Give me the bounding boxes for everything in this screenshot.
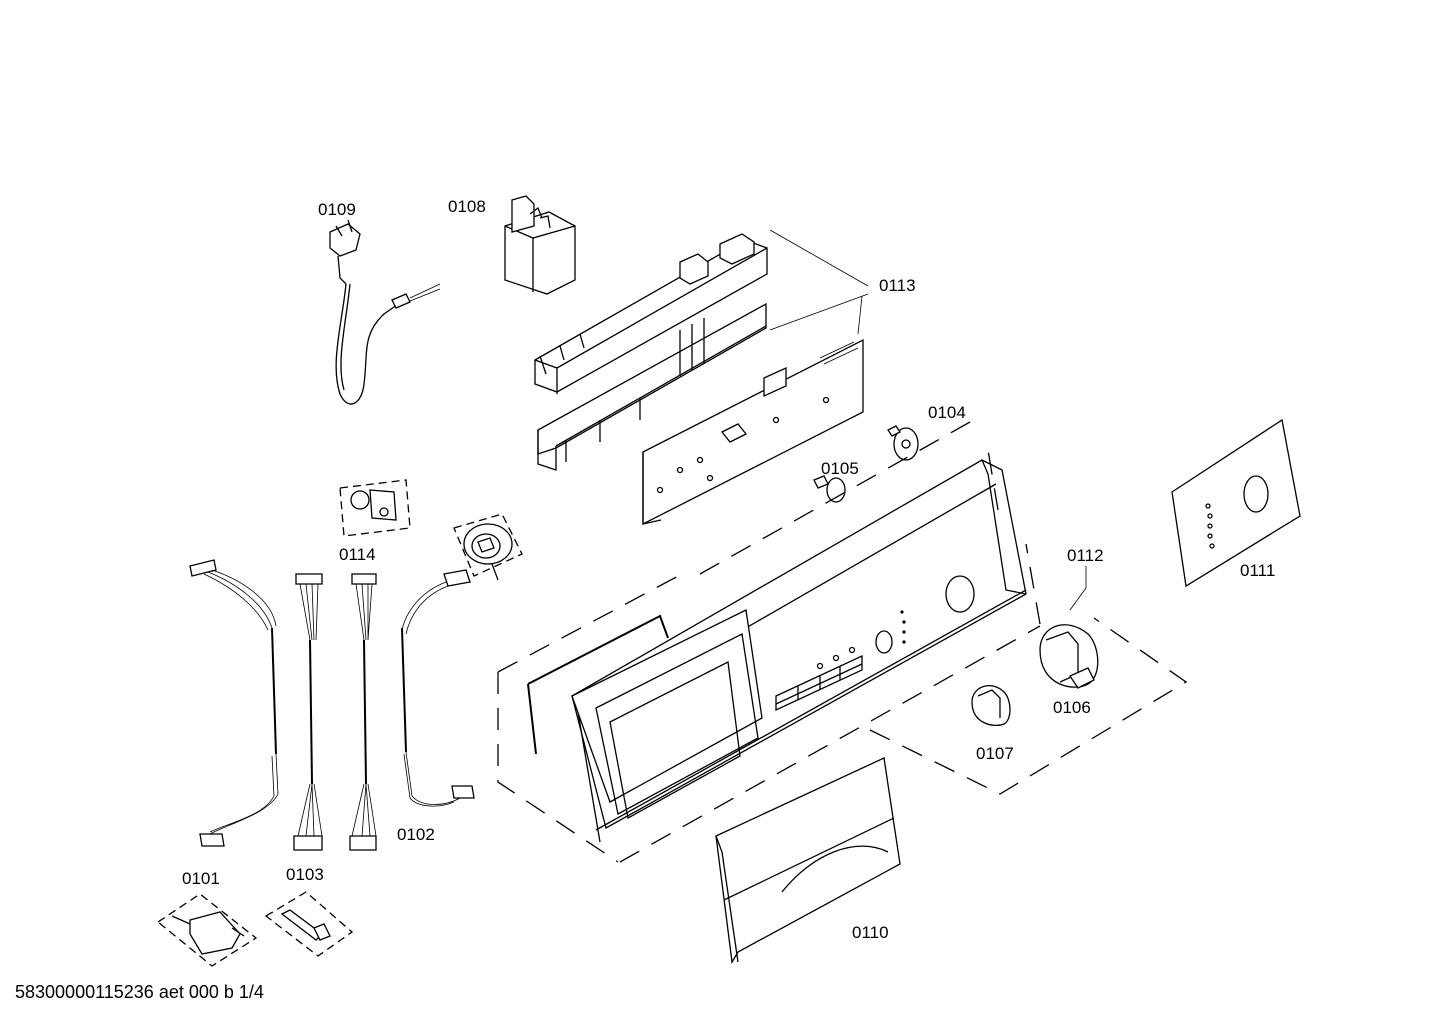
- label-0106: 0106: [1053, 698, 1091, 717]
- small-shaft-part: [813, 475, 846, 503]
- label-0113: 0113: [879, 276, 916, 295]
- door-lock-part: [339, 479, 411, 537]
- panel-inlay-part: [1171, 418, 1301, 588]
- label-0107: 0107: [976, 744, 1014, 763]
- drawer-handle-part: [715, 757, 901, 964]
- heater-sensor-part: [264, 891, 354, 957]
- leader-0112: [1069, 566, 1087, 611]
- control-panel-fascia-part: [527, 459, 1027, 843]
- wiring-harness-0102: [401, 569, 475, 807]
- power-cord-part: [329, 219, 441, 405]
- knob-shaft-part: [887, 425, 919, 461]
- control-module-part: [534, 229, 869, 526]
- interference-filter-part: [504, 195, 576, 295]
- wiring-harness-0103-b: [349, 573, 377, 851]
- label-0111: 0111: [1240, 561, 1275, 580]
- label-0112: 0112: [1067, 546, 1104, 565]
- selector-knob-part: [971, 685, 1011, 726]
- door-lock-switch-part: [156, 893, 258, 967]
- program-knob-part: [1039, 624, 1099, 689]
- label-0108: 0108: [448, 197, 486, 216]
- label-0105: 0105: [821, 459, 859, 478]
- label-0104: 0104: [928, 403, 966, 422]
- wiring-harness-0101: [189, 559, 279, 847]
- pressure-switch-part: [453, 513, 523, 581]
- drawing-id-footer: 58300000115236 aet 000 b 1/4: [15, 982, 264, 1002]
- label-0110: 0110: [852, 923, 889, 942]
- label-0101: 0101: [182, 869, 220, 888]
- label-0114: 0114: [339, 545, 376, 564]
- label-0109: 0109: [318, 200, 356, 219]
- assembly-boundary-main: [497, 421, 1041, 863]
- label-0103: 0103: [286, 865, 324, 884]
- assembly-boundary-knobs: [869, 617, 1188, 795]
- label-0102: 0102: [397, 825, 435, 844]
- wiring-harness-0103-a: [293, 573, 323, 851]
